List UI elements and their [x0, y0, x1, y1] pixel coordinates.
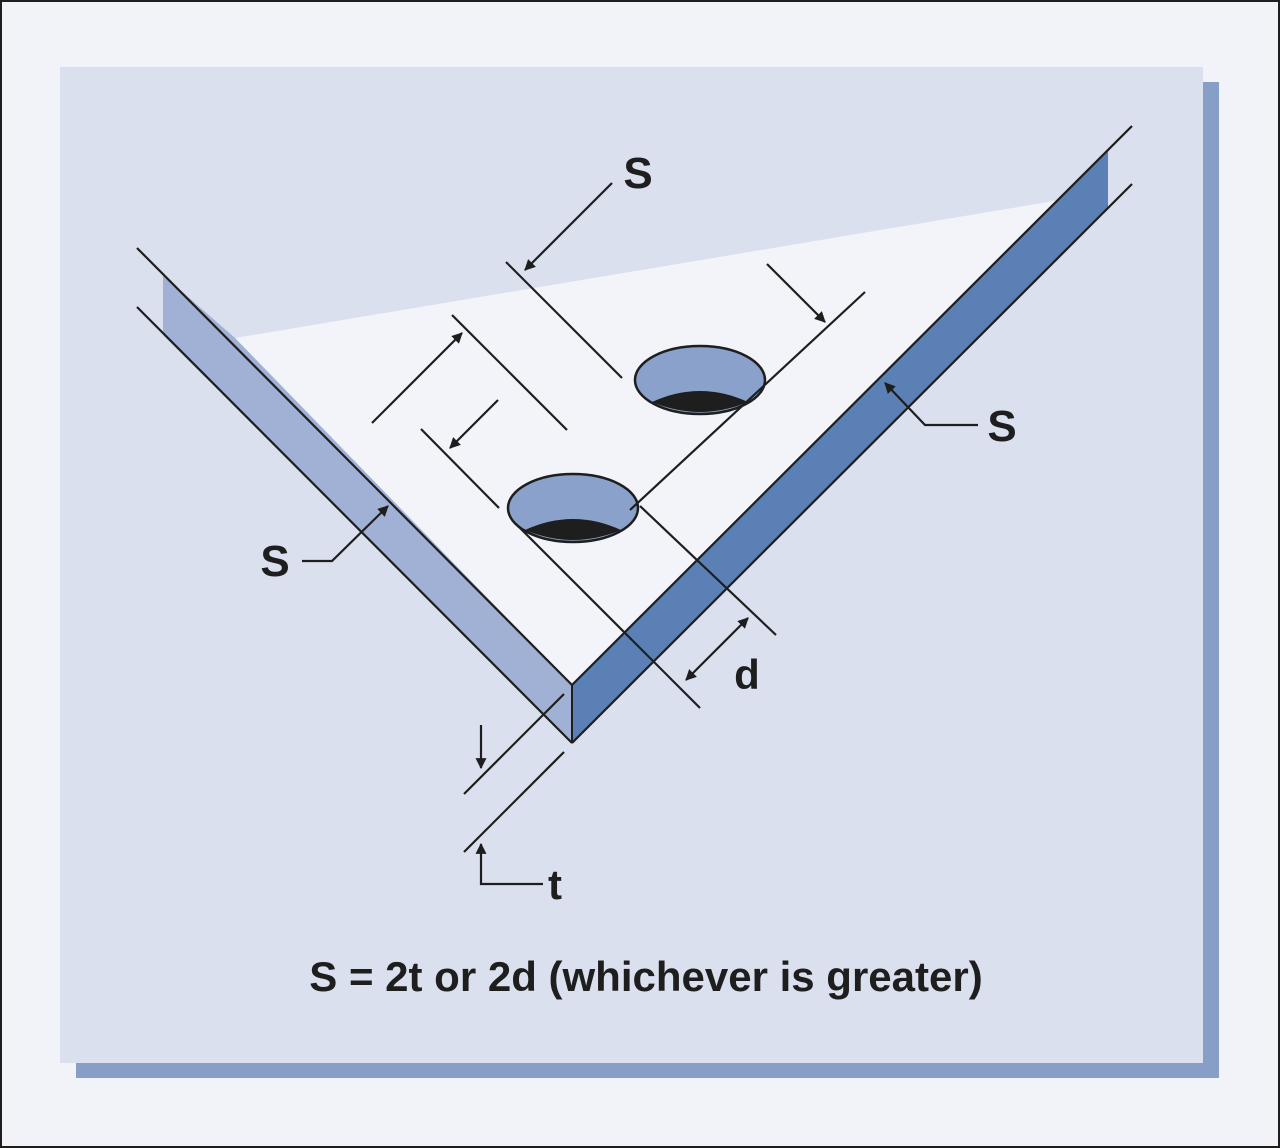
arrow-d [685, 617, 749, 681]
dimension-arrows [302, 182, 978, 886]
arrow-s-top [524, 182, 613, 271]
formula-caption: S = 2t or 2d (whichever is greater) [309, 953, 982, 1000]
plate-top-surface [235, 200, 1060, 685]
hole-upper [633, 344, 767, 416]
plate-outline [136, 125, 1133, 744]
arrow-s-right [884, 382, 978, 427]
left-edge-face [163, 275, 572, 743]
arrow-spacing-upper [371, 332, 463, 424]
arrow-s-left [302, 505, 389, 563]
label-s-top: S [623, 149, 652, 198]
right-edge-face [572, 150, 1108, 743]
label-t: t [548, 861, 562, 908]
label-d: d [734, 651, 760, 698]
label-s-right: S [987, 402, 1016, 451]
arrow-spacing-lower [449, 399, 499, 449]
arrow-edge-right [766, 263, 826, 323]
label-s-left: S [260, 537, 289, 586]
dimension-lines [420, 261, 866, 853]
hole-lower [506, 472, 640, 544]
arrow-t-bottom [475, 842, 543, 886]
